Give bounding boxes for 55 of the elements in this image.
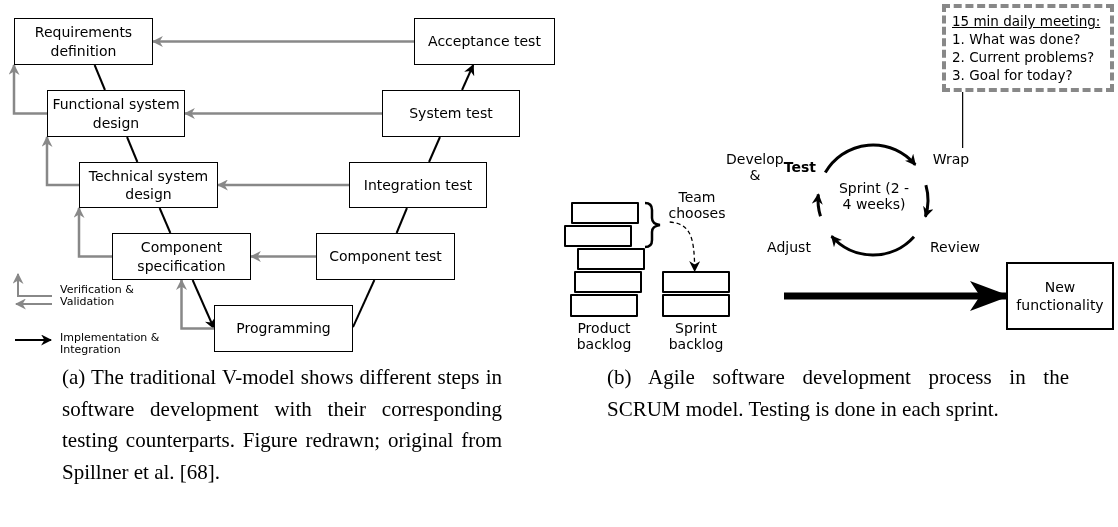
arrow: [824, 143, 917, 174]
backlog-item-card: [571, 202, 639, 224]
backlog-item-card: [577, 248, 645, 270]
legend-text: Verification & Validation: [60, 284, 135, 308]
arrow: [8, 63, 47, 115]
process-box: Component test: [316, 233, 455, 280]
sprint-label: Sprint (2 - 4 weeks): [837, 180, 911, 213]
note-heading: 15 min daily meeting:: [952, 12, 1101, 30]
connector-line: [158, 207, 172, 234]
connector-line: [428, 136, 441, 163]
arrow: [176, 278, 214, 330]
connector-line: [352, 279, 376, 329]
process-box: Acceptance test: [414, 18, 555, 65]
figure-caption: (a) The traditional V-model shows different steps in software development with their corresponding testing counterparts. Figure redrawn; original from Spillner et al. [68].: [62, 364, 502, 486]
connector-line: [395, 207, 408, 234]
arrow: [191, 279, 216, 330]
list-item: 1. What was done?: [952, 30, 1081, 48]
arrow: [812, 193, 824, 217]
arrow: [461, 64, 475, 91]
backlog-item-card: [662, 294, 730, 317]
backlog-item-card: [662, 271, 730, 293]
process-box: Requirements definition: [14, 18, 153, 65]
note-box: [942, 4, 1114, 92]
arrow: [41, 135, 79, 187]
stack-caption: Product backlog: [575, 320, 633, 353]
arrow: [151, 36, 414, 47]
backlog-item-card: [570, 294, 638, 317]
arrow: [216, 179, 349, 191]
leader-line: [962, 91, 964, 149]
process-box: System test: [382, 90, 520, 137]
backlog-item-card: [564, 225, 632, 247]
process-box: Integration test: [349, 162, 487, 208]
figure-caption: (b) Agile software development process in the SCRUM model. Testing is done in each sprint.: [607, 364, 1069, 423]
process-box: Technical system design: [79, 162, 218, 208]
backlog-item-card: [574, 271, 642, 293]
arrow: [249, 251, 316, 262]
process-box: Functional system design: [47, 90, 185, 137]
arrow: [73, 206, 112, 258]
connector-line: [93, 64, 106, 91]
process-box: Component specification: [112, 233, 251, 280]
annotation-text: Team chooses: [666, 188, 728, 222]
process-box: Programming: [214, 305, 353, 352]
list-item: 2. Current problems?: [952, 48, 1095, 66]
arrow: [183, 108, 382, 119]
result-box: New functionality: [1006, 262, 1114, 330]
connector-line: [126, 136, 139, 163]
arrow: [922, 184, 934, 218]
list-item: 3. Goal for today?: [952, 66, 1073, 84]
phase-label: Wrap: [930, 148, 972, 170]
phase-label: Adjust: [764, 236, 814, 258]
phase-label: Review: [928, 236, 982, 258]
arrow: [830, 235, 916, 257]
stack-caption: Sprint backlog: [667, 320, 725, 353]
arrow: [669, 221, 700, 273]
legend-text: Implementation & Integration: [60, 332, 161, 356]
